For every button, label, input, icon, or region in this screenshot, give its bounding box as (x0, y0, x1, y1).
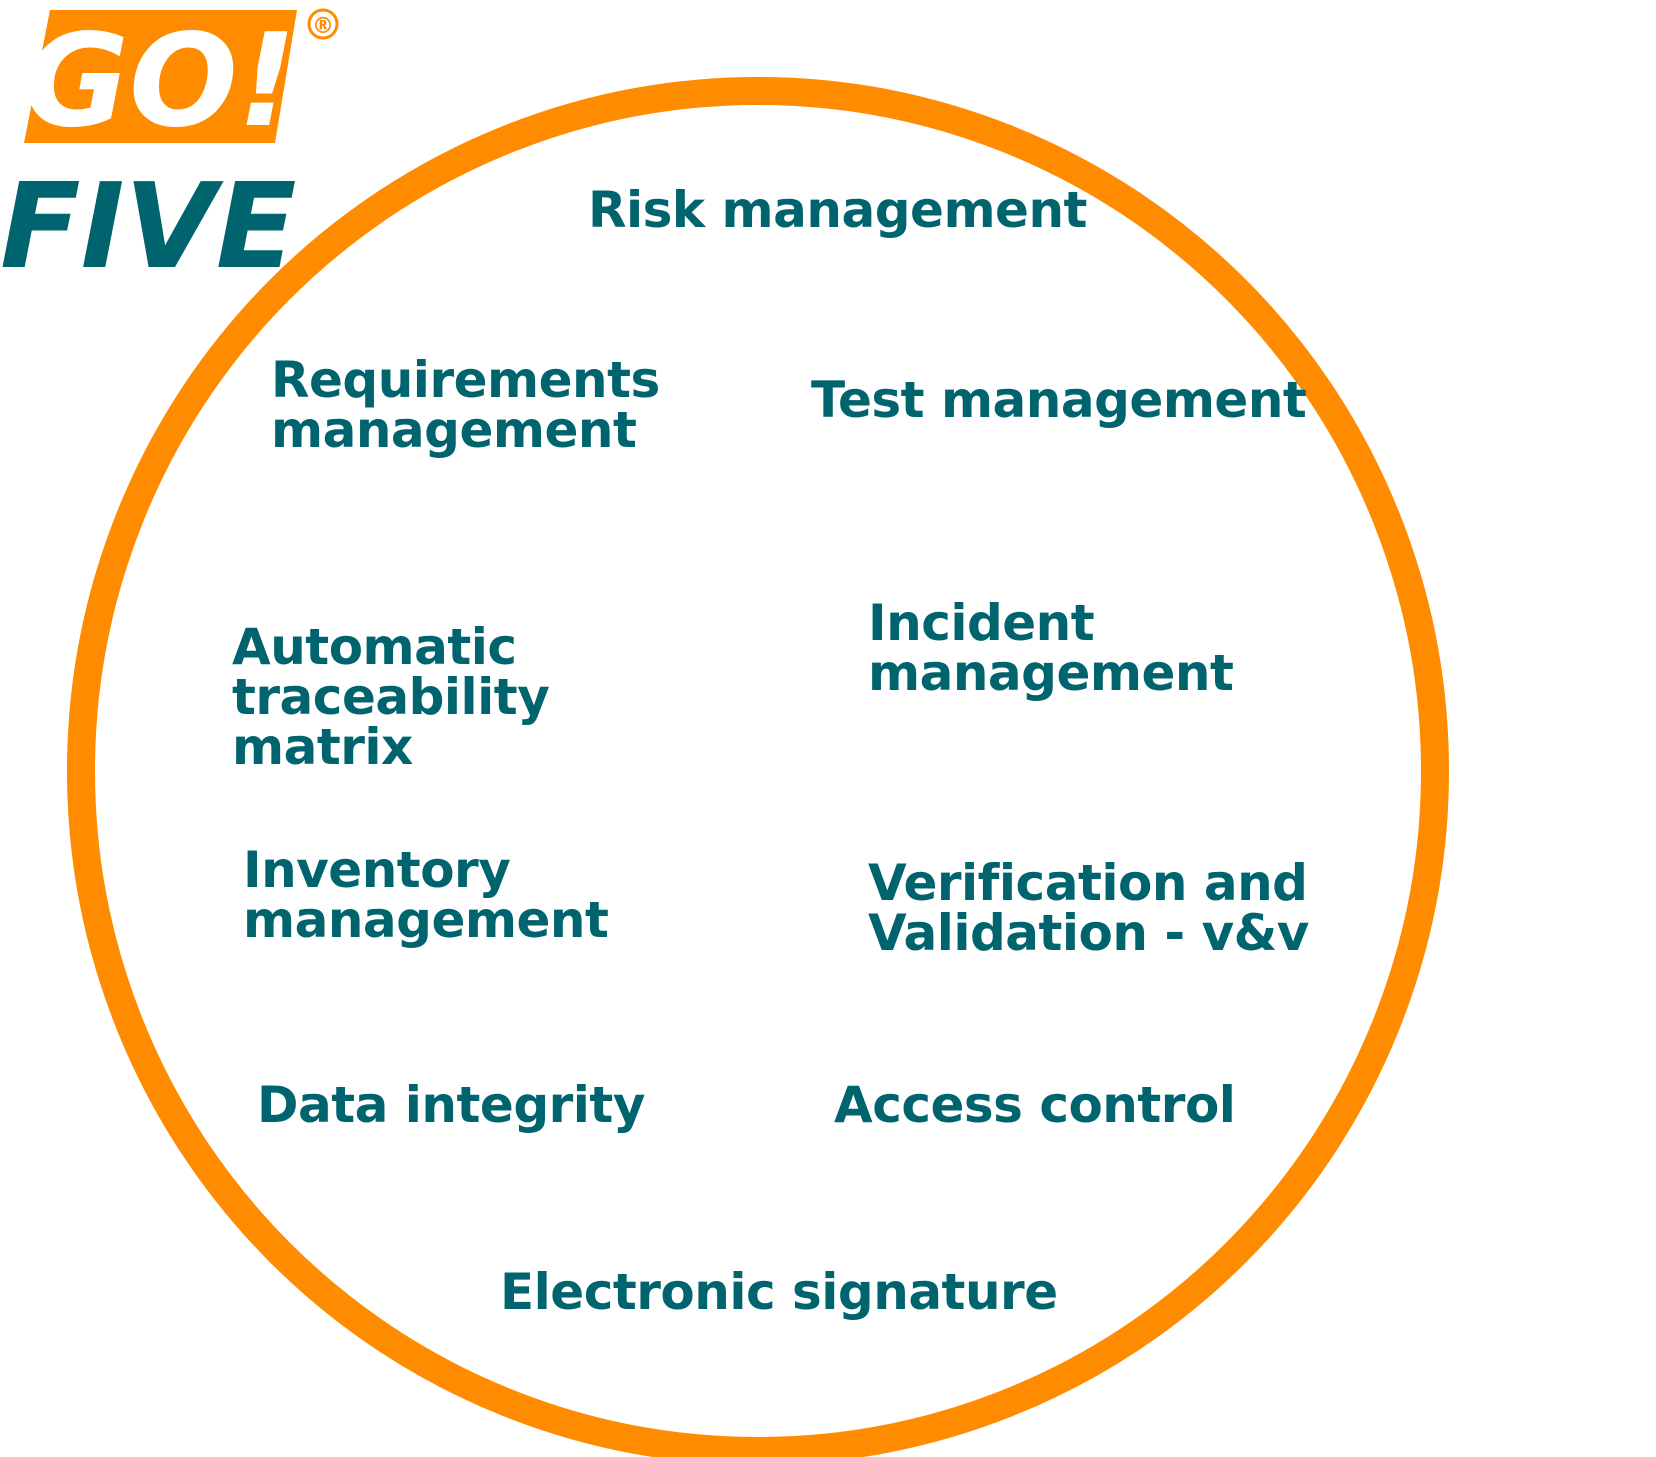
feature-label-line: Test management (811, 371, 1307, 429)
feature-label-line: Electronic signature (500, 1263, 1058, 1321)
logo-badge-text: GO! (24, 7, 296, 156)
feature-label-line: management (868, 644, 1234, 702)
feature-label-line: Data integrity (257, 1076, 645, 1134)
feature-label-line: Requirements (271, 351, 660, 409)
feature-circle (67, 77, 1449, 1457)
feature-label-line: Validation - v&v (868, 904, 1309, 962)
feature-label-line: management (243, 891, 609, 949)
logo-wordmark: FIVE (0, 157, 296, 295)
registered-mark-ring (307, 8, 339, 40)
feature-label-access-control: Access control (834, 1076, 1236, 1134)
feature-label-risk-management: Risk management (588, 185, 1087, 235)
feature-label-line: Incident (868, 594, 1095, 652)
feature-label-line: Inventory (243, 841, 511, 899)
feature-label-data-integrity: Data integrity (257, 1080, 645, 1130)
feature-label-line: Risk management (588, 181, 1087, 239)
go-five-logo: GO! FIVE ® (0, 7, 339, 295)
feature-label-line: management (271, 401, 637, 459)
feature-label-line: matrix (232, 718, 413, 776)
feature-label-test-management: Test management (811, 371, 1307, 429)
registered-mark: ® (312, 14, 334, 39)
feature-label-electronic-signature: Electronic signature (500, 1267, 1058, 1317)
logo-badge (24, 10, 297, 143)
feature-label-line: traceability (232, 668, 550, 726)
feature-label-line: Verification and (868, 854, 1308, 912)
feature-label-line: Access control (834, 1076, 1236, 1134)
feature-label-line: Automatic (232, 618, 517, 676)
